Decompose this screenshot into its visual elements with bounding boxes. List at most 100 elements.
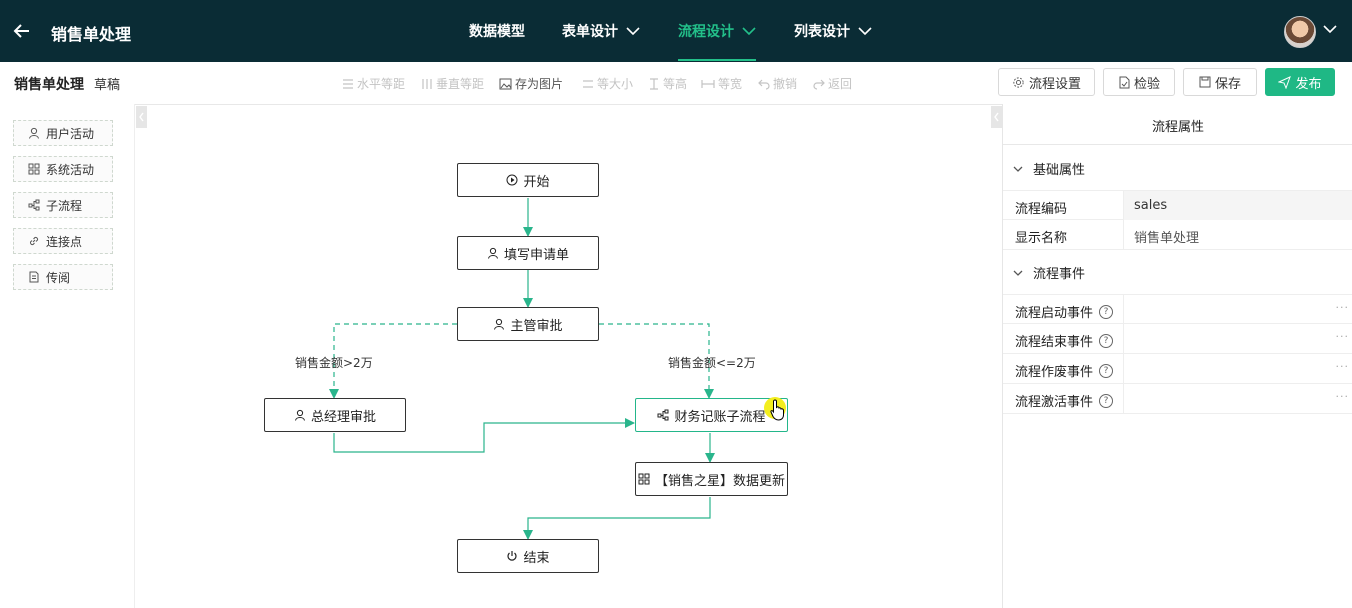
- user-icon: [494, 318, 505, 330]
- palette-label: 传阅: [46, 270, 71, 285]
- tool-label: 等高: [663, 77, 688, 91]
- node-data-update[interactable]: 【销售之星】数据更新: [635, 462, 788, 496]
- chevron-down-icon: [858, 27, 872, 36]
- grid-icon: [28, 163, 40, 175]
- tab-label: 流程设计: [678, 24, 734, 40]
- user-icon: [294, 409, 305, 421]
- tab-data-model[interactable]: 数据模型: [469, 21, 525, 41]
- edge-label-le[interactable]: 销售金额<=2万: [668, 356, 756, 370]
- node-finance-subprocess[interactable]: 财务记账子流程: [635, 398, 788, 432]
- button-label: 发布: [1295, 76, 1322, 92]
- power-icon: [507, 551, 518, 561]
- chevron-down-icon: [1013, 166, 1023, 172]
- collapse-left-handle[interactable]: [136, 106, 147, 128]
- align-horizontal-icon: [343, 78, 353, 89]
- prop-key: 流程激活事件: [1015, 395, 1094, 410]
- palette-item-subprocess[interactable]: 子流程: [13, 192, 113, 218]
- flow-canvas[interactable]: 销售金额>2万 销售金额<=2万 开始 填写申请单 主管审批 总经理审批 财务记…: [135, 104, 1001, 608]
- divider: [1003, 144, 1352, 145]
- edge-label-gt[interactable]: 销售金额>2万: [295, 356, 373, 370]
- code-field[interactable]: sales: [1123, 191, 1352, 220]
- node-gm-approval[interactable]: 总经理审批: [264, 398, 406, 432]
- node-fill-application[interactable]: 填写申请单: [457, 236, 599, 270]
- display-name-field[interactable]: 销售单处理: [1123, 220, 1352, 249]
- app-title: 销售单处理: [51, 25, 132, 44]
- tool-label: 水平等距: [357, 77, 406, 91]
- chevron-left-icon: [139, 112, 144, 122]
- more-icon[interactable]: ···: [1335, 390, 1349, 403]
- undo-icon: [758, 79, 770, 90]
- button-label: 流程设置: [1028, 76, 1081, 92]
- flow-settings-button[interactable]: 流程设置: [998, 68, 1095, 96]
- flow-edges: [329, 198, 715, 540]
- palette-item-user-activity[interactable]: 用户活动: [13, 120, 113, 146]
- document-title: 销售单处理: [14, 77, 84, 93]
- more-icon[interactable]: ···: [1335, 360, 1349, 373]
- save-icon: [1199, 76, 1211, 88]
- node-label: 填写申请单: [503, 247, 569, 263]
- tab-form-design[interactable]: 表单设计: [562, 21, 640, 41]
- save-as-image-button[interactable]: 存为图片: [499, 75, 563, 92]
- prop-row-code: 流程编码 sales: [1003, 190, 1352, 220]
- editor-toolbar: 销售单处理 草稿 水平等距 垂直等距 存为图片 等大小 等高 等宽 撤销 返回 …: [0, 62, 1352, 105]
- collapse-right-handle[interactable]: [991, 106, 1002, 128]
- event-end-field[interactable]: ···: [1123, 324, 1352, 353]
- tool-label: 垂直等距: [436, 77, 485, 91]
- tool-label: 等大小: [597, 77, 634, 91]
- tool-label: 返回: [828, 77, 853, 91]
- edge-gm-sub[interactable]: [333, 418, 635, 453]
- help-icon[interactable]: ?: [1099, 304, 1114, 319]
- tool-label: 等宽: [718, 77, 743, 91]
- palette-item-system-activity[interactable]: 系统活动: [13, 156, 113, 182]
- properties-panel: 流程属性 基础属性 流程编码 sales 显示名称 销售单处理 流程事件 流程启…: [1002, 104, 1352, 608]
- tab-label: 表单设计: [562, 24, 618, 40]
- help-icon[interactable]: ?: [1099, 333, 1114, 348]
- subprocess-icon: [657, 409, 669, 421]
- prop-row-event-activate: 流程激活事件? ···: [1003, 384, 1352, 414]
- redo-button[interactable]: 返回: [813, 75, 852, 92]
- section-events-header[interactable]: 流程事件: [1013, 263, 1085, 282]
- node-manager-approval[interactable]: 主管审批: [457, 307, 599, 341]
- distribute-vertical-button[interactable]: 垂直等距: [421, 75, 484, 92]
- more-icon[interactable]: ···: [1335, 301, 1349, 314]
- same-height-button[interactable]: 等高: [648, 75, 687, 92]
- more-icon[interactable]: ···: [1335, 330, 1349, 343]
- node-label: 主管审批: [510, 318, 563, 334]
- event-activate-field[interactable]: ···: [1123, 384, 1352, 413]
- check-button[interactable]: 检验: [1103, 68, 1175, 96]
- palette-label: 子流程: [46, 198, 83, 213]
- same-width-button[interactable]: 等宽: [701, 75, 742, 92]
- section-basic-header[interactable]: 基础属性: [1013, 159, 1085, 178]
- chevron-down-icon[interactable]: [1323, 24, 1337, 34]
- button-label: 检验: [1133, 76, 1160, 92]
- node-start[interactable]: 开始: [457, 163, 599, 197]
- tool-label: 撤销: [773, 77, 798, 91]
- help-icon[interactable]: ?: [1099, 363, 1114, 378]
- help-icon[interactable]: ?: [1099, 393, 1114, 408]
- save-button[interactable]: 保存: [1183, 68, 1257, 96]
- redo-icon: [813, 79, 825, 90]
- palette-item-connector[interactable]: 连接点: [13, 228, 113, 254]
- back-arrow-icon[interactable]: [12, 20, 32, 42]
- user-icon: [29, 127, 39, 139]
- prop-key: 流程启动事件: [1015, 306, 1094, 321]
- tab-list-design[interactable]: 列表设计: [794, 21, 872, 41]
- prop-key-wrap: 流程作废事件?: [1015, 361, 1114, 380]
- palette-item-circulate[interactable]: 传阅: [13, 264, 113, 290]
- prop-key: 流程作废事件: [1015, 365, 1094, 380]
- tab-label: 列表设计: [794, 24, 850, 40]
- tab-label: 数据模型: [469, 24, 525, 40]
- undo-button[interactable]: 撤销: [758, 75, 797, 92]
- edge-update-end[interactable]: [523, 497, 711, 540]
- edge-manager-sub[interactable]: [599, 323, 714, 399]
- publish-button[interactable]: 发布: [1265, 68, 1335, 96]
- same-size-button[interactable]: 等大小: [582, 75, 633, 92]
- distribute-horizontal-button[interactable]: 水平等距: [342, 75, 405, 92]
- avatar[interactable]: [1284, 16, 1316, 48]
- node-end[interactable]: 结束: [457, 539, 599, 573]
- event-start-field[interactable]: ···: [1123, 295, 1352, 324]
- tab-flow-design[interactable]: 流程设计: [678, 21, 756, 61]
- event-void-field[interactable]: ···: [1123, 354, 1352, 383]
- node-label: 总经理审批: [310, 409, 376, 425]
- edge-manager-gm[interactable]: [329, 323, 457, 399]
